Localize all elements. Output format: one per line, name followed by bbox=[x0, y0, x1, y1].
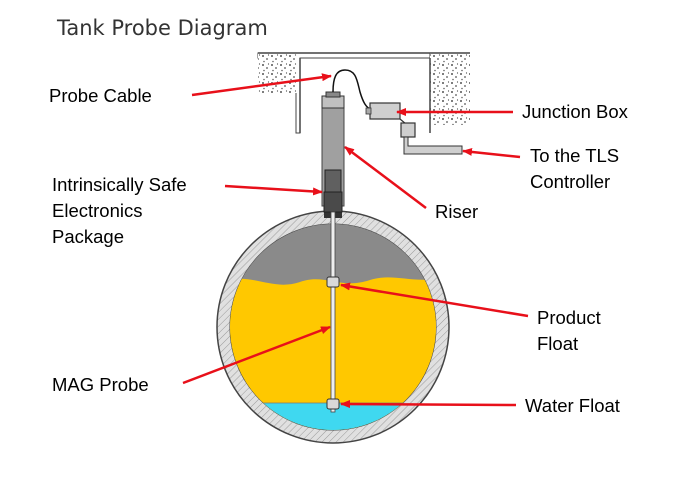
page-title: Tank Probe Diagram bbox=[57, 16, 268, 40]
product-float bbox=[326, 276, 340, 288]
label-tls-line2: Controller bbox=[530, 171, 611, 192]
label-electronics-line2: Electronics bbox=[52, 200, 143, 221]
label-mag-probe: MAG Probe bbox=[52, 374, 149, 395]
ground bbox=[257, 52, 470, 134]
label-electronics-line1: Intrinsically Safe bbox=[52, 174, 187, 195]
junction-box bbox=[369, 102, 401, 120]
arrow-riser bbox=[344, 146, 427, 209]
label-electronics-line3: Package bbox=[52, 226, 124, 247]
label-junction-box: Junction Box bbox=[522, 101, 628, 122]
probe-cable bbox=[332, 69, 373, 111]
label-probe-cable: Probe Cable bbox=[49, 85, 152, 106]
arrow-electronics bbox=[224, 184, 323, 196]
callout-arrows bbox=[182, 73, 529, 409]
arrow-water-float bbox=[340, 400, 517, 409]
arrow-product-float bbox=[340, 282, 529, 318]
label-water-float: Water Float bbox=[525, 395, 620, 416]
label-tls-line1: To the TLS bbox=[530, 145, 620, 166]
mag-probe-shaft bbox=[330, 211, 336, 413]
riser-assembly bbox=[321, 91, 345, 413]
arrow-mag-probe bbox=[182, 325, 331, 385]
label-product-float-line2: Float bbox=[537, 333, 579, 354]
label-riser: Riser bbox=[435, 201, 479, 222]
cable-and-junction bbox=[332, 69, 463, 155]
water-float bbox=[326, 398, 340, 410]
conduit bbox=[403, 136, 463, 155]
arrow-probe-cable bbox=[191, 73, 332, 97]
arrow-tls-controller bbox=[462, 147, 521, 159]
label-product-float-line1: Product bbox=[537, 307, 601, 328]
